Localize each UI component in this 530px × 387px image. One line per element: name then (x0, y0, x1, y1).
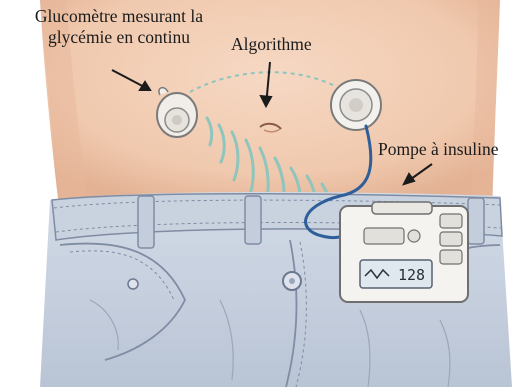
belt-loop (137, 195, 155, 249)
signal-arc (189, 71, 336, 93)
pump-display-value: 128 (398, 266, 425, 284)
algorithm-label: Algorithme (231, 34, 312, 54)
glucometer-label-line1: Glucomètre mesurant la (34, 6, 204, 26)
belt-loop (467, 197, 485, 245)
glucometer-sensor (156, 86, 198, 138)
torso-shading-right (470, 0, 500, 215)
annotation-arrows (111, 61, 433, 186)
fly (285, 239, 298, 387)
glucometer-label: Glucomètre mesurant la glycémie en conti… (8, 6, 230, 48)
left-pocket (59, 242, 186, 361)
infusion-patch (330, 79, 382, 131)
navel (259, 122, 282, 130)
glucometer-label-line2: glycémie en continu (48, 27, 190, 47)
torso-shading-left (40, 0, 90, 215)
pump-screen (359, 259, 433, 289)
belt-loop (244, 195, 262, 245)
insulin-tubing (304, 124, 373, 240)
torso (40, 0, 500, 215)
pump-label: Pompe à insuline (378, 139, 499, 159)
insulin-pump: 128 (339, 201, 469, 303)
